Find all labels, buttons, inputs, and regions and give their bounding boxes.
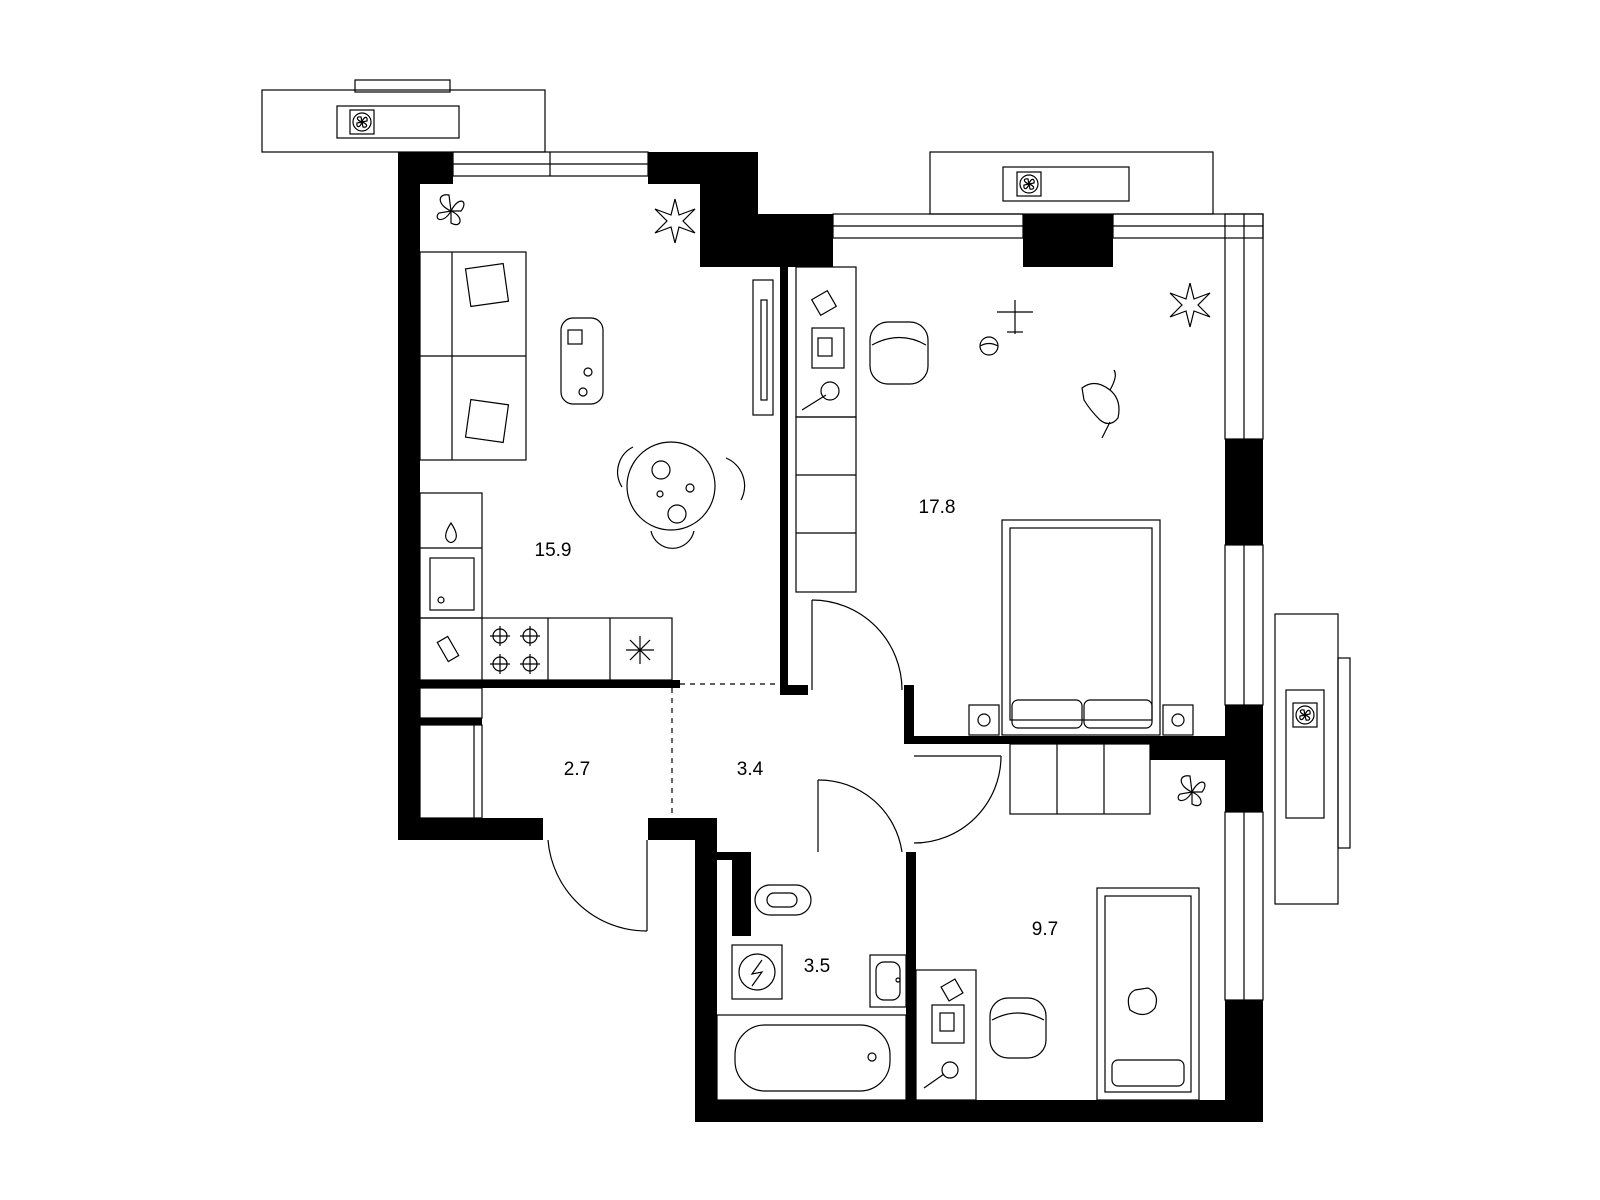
snowflake-icon <box>626 636 654 664</box>
office-chair <box>869 321 929 385</box>
washing-machine <box>731 944 783 1000</box>
tv-unit <box>752 279 774 416</box>
entry-closet <box>419 687 483 819</box>
balcony-top-right <box>929 151 1214 215</box>
double-bed <box>968 519 1194 736</box>
toilet <box>754 884 812 916</box>
sink <box>869 954 907 1008</box>
wardrobe <box>795 416 857 593</box>
bathroom-door[interactable] <box>817 779 903 853</box>
walls <box>398 152 1263 1122</box>
desk <box>795 266 857 418</box>
sofa <box>419 251 527 461</box>
area-label-bedroom: 17.8 <box>919 497 956 518</box>
child-room-door[interactable] <box>913 755 1002 844</box>
fan-icon <box>1016 171 1042 197</box>
area-label-children-room: 9.7 <box>1032 919 1058 940</box>
area-label-living-kitchen: 15.9 <box>535 540 572 561</box>
area-label-bathroom: 3.5 <box>804 956 830 977</box>
bathtub <box>716 1014 907 1101</box>
single-bed <box>1096 887 1200 1101</box>
ball-icon <box>979 336 999 356</box>
fan-icon <box>1292 702 1318 728</box>
bedroom-door[interactable] <box>811 599 903 691</box>
balcony-top-left <box>261 79 546 153</box>
dining-table <box>617 441 746 549</box>
child-chair <box>989 997 1047 1059</box>
fan-icon <box>349 109 375 135</box>
child-desk <box>915 969 977 1101</box>
balcony-right <box>1274 613 1351 905</box>
area-label-hall: 3.4 <box>737 759 764 780</box>
window-child-right <box>1224 811 1264 1001</box>
entrance-door[interactable] <box>547 839 648 932</box>
coffee-table <box>560 317 604 405</box>
window-living-top <box>452 151 649 177</box>
toy-dog-icon <box>1081 369 1120 439</box>
plant-icon <box>1169 282 1211 328</box>
plant-icon <box>436 194 465 226</box>
kitchen-counter <box>419 492 673 681</box>
area-label-entry: 2.7 <box>564 759 590 780</box>
plant-icon <box>1177 775 1206 807</box>
child-wardrobe <box>1009 743 1151 815</box>
plant-icon <box>654 198 696 244</box>
toy-plane-icon <box>997 300 1033 334</box>
